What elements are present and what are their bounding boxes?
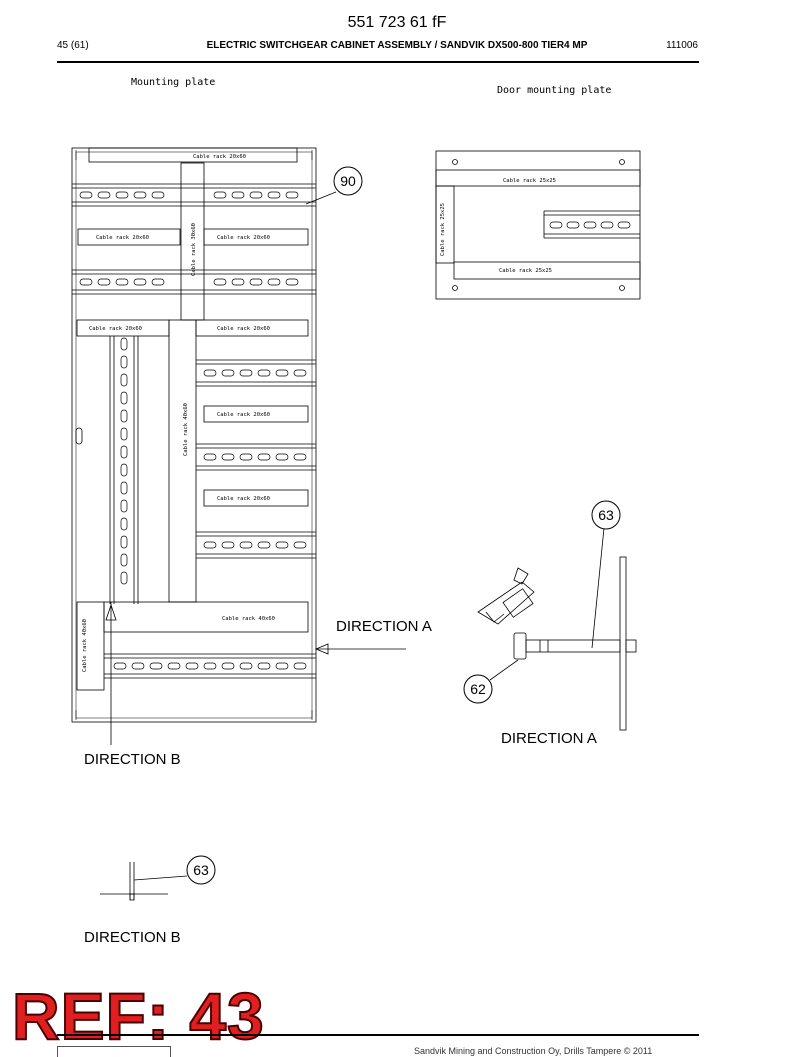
cable-rack-bottom-vertical [76,601,105,691]
din-rail [196,359,316,559]
callout-bubble [591,500,621,530]
door-mounting-plate [435,150,641,300]
door-rack-vertical-label: Cable rack 25x25 [440,203,446,256]
direction-b-arrow-label: DIRECTION B [84,751,181,768]
rack-top-label: Cable rack 20x60 [193,154,246,160]
cable-rack-right-1 [203,228,309,246]
callout-bubble [463,674,493,704]
callout-bubble [186,855,216,885]
mounting-plate-label: Mounting plate [131,77,215,88]
direction-b-view-label: DIRECTION B [84,929,181,946]
cable-rack-top [88,147,298,163]
din-rail [72,183,316,207]
rail-slots [79,191,631,670]
callout-63-b: 63 [193,862,209,878]
callout-62: 62 [470,681,486,697]
door-cable-rack-bottom [453,261,641,280]
document-title: ELECTRIC SWITCHGEAR CABINET ASSEMBLY / S… [206,40,588,51]
company-logo [57,1046,171,1057]
revision-code: 111006 [666,40,698,51]
cable-rack-left-1 [77,228,181,246]
rack-right-3-label: Cable rack 20x60 [217,412,270,418]
din-rail [72,269,316,295]
callout-bubble [333,166,363,196]
door-rack-top-label: Cable rack 25x25 [503,178,556,184]
document-number: 551 723 61 fF [347,14,447,31]
rack-right-4-label: Cable rack 20x60 [217,496,270,502]
direction-a-arrow [314,643,406,655]
rack-vertical-2-label: Cable rack 40x60 [183,403,189,456]
cable-rack-vertical-40x60 [168,319,197,603]
door-cable-rack-vertical [435,185,455,264]
header-rule [57,61,699,63]
door-rack-bottom-label: Cable rack 25x25 [499,268,552,274]
din-rail-vertical [109,336,139,604]
rack-vertical-1-label: Cable rack 30x60 [191,223,197,276]
page-number: 45 (61) [57,40,89,51]
direction-a-view-label: DIRECTION A [501,730,597,747]
cable-rack-right-3 [203,405,309,423]
direction-b-arrow [105,602,117,745]
rack-left-1-label: Cable rack 20x60 [96,235,149,241]
footer-rule [57,1034,699,1036]
cable-rack-bottom [103,601,309,633]
door-cable-rack-top [435,169,641,187]
ref-stamp: REF: 43 [11,979,265,1053]
rack-bottom-vertical-label: Cable rack 40x60 [82,619,88,672]
rack-left-2-label: Cable rack 20x60 [89,326,142,332]
direction-a-detail [477,556,637,731]
rack-bottom-label: Cable rack 40x60 [222,616,275,622]
din-rail [104,653,316,679]
door-mounting-plate-label: Door mounting plate [497,85,611,96]
rack-right-1-label: Cable rack 20x60 [217,235,270,241]
rack-right-2-label: Cable rack 20x60 [217,326,270,332]
callout-63: 63 [598,507,614,523]
direction-b-detail [100,862,168,901]
cable-rack-right-4 [203,489,309,507]
footer-copyright: Sandvik Mining and Construction Oy, Dril… [414,1046,653,1056]
callout-90: 90 [340,173,356,189]
direction-a-arrow-label: DIRECTION A [336,618,432,635]
